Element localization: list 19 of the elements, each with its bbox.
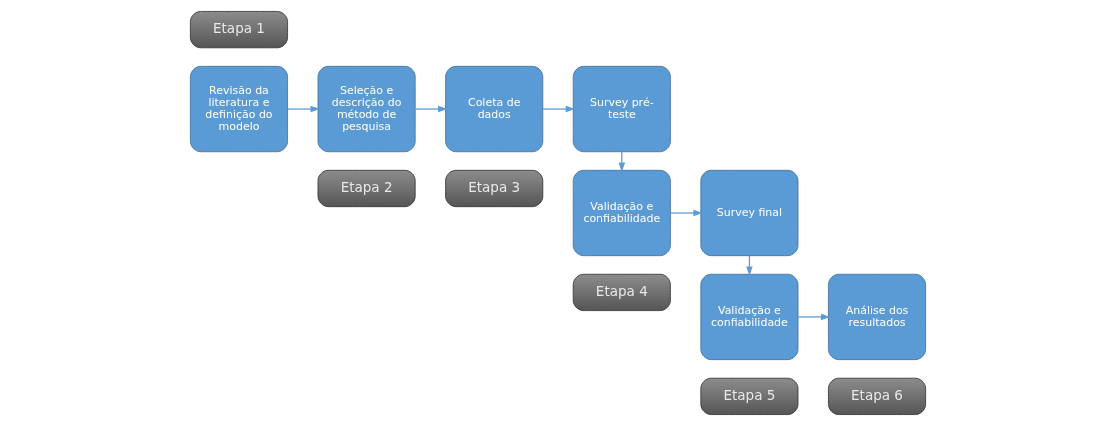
node-box: Coleta de dados xyxy=(444,65,543,153)
arrow xyxy=(541,105,575,113)
node-box: Revisão da literatura e definição do modelo xyxy=(189,65,288,153)
node-box: Etapa 3 xyxy=(444,169,543,208)
node-box: Survey final xyxy=(699,169,798,257)
node-box: Etapa 5 xyxy=(699,377,798,415)
arrow xyxy=(797,313,830,321)
node-box: Validação e confiabilidade xyxy=(572,169,671,257)
arrow xyxy=(286,105,320,113)
node-box: Etapa 4 xyxy=(572,273,671,312)
node-box: Análise dos resultados xyxy=(827,273,926,361)
node-box: Validação e confiabilidade xyxy=(699,273,798,361)
node-box: Etapa 6 xyxy=(827,377,926,415)
node-box: Seleção e descrição do método de pesquisa xyxy=(317,65,416,153)
node-box: Survey pré- teste xyxy=(572,65,671,153)
node-box: Etapa 1 xyxy=(189,11,288,49)
node-box: Etapa 2 xyxy=(317,169,416,208)
arrow xyxy=(669,209,703,217)
arrow xyxy=(414,105,447,113)
